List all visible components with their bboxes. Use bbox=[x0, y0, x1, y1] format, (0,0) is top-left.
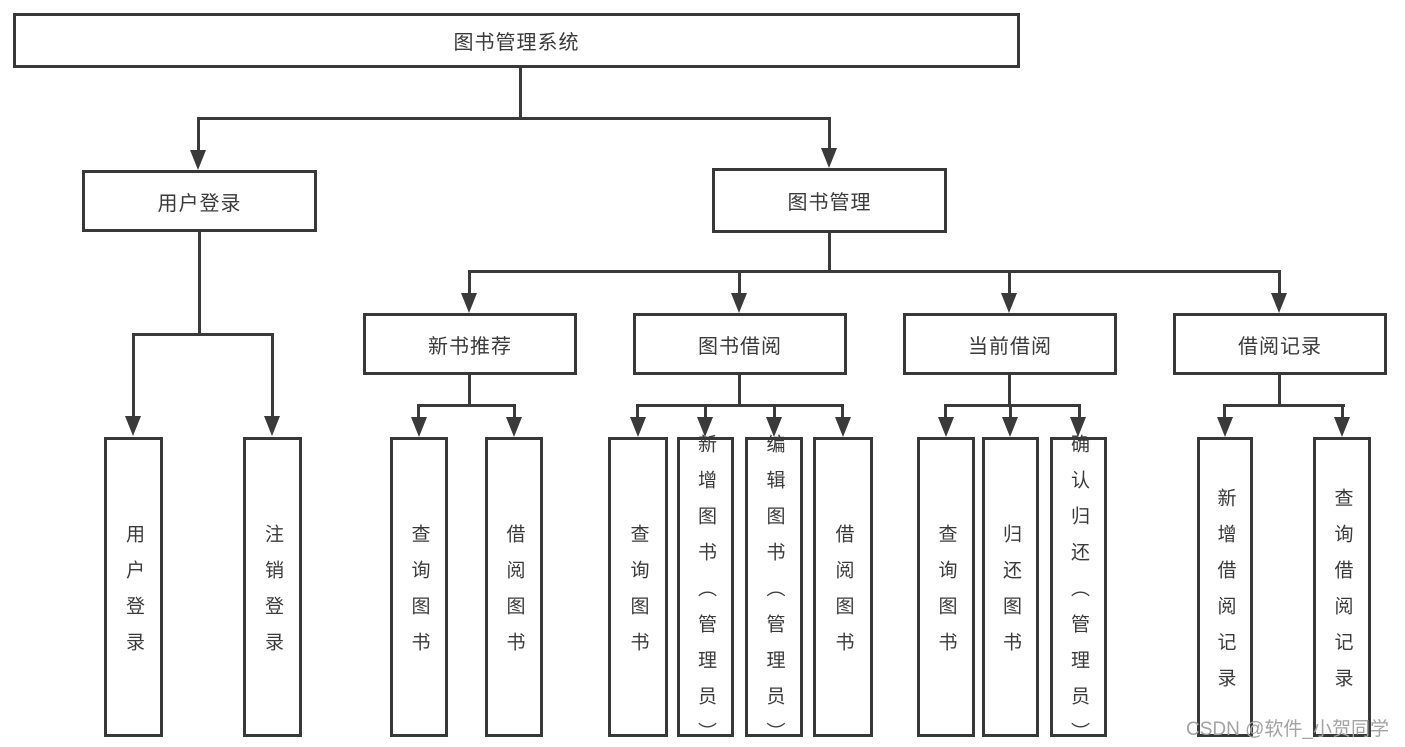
arrowhead-sec1-icon bbox=[461, 293, 477, 313]
connector-drop-login-leaf1 bbox=[132, 333, 135, 417]
leaf-current-query-book: 查询图书 bbox=[917, 437, 975, 737]
node-current-borrow-label: 当前借阅 bbox=[968, 335, 1052, 358]
arrowhead-user-login-icon bbox=[190, 150, 206, 170]
leaf-user-login: 用户登录 bbox=[104, 437, 163, 737]
leaf-borrow-borrow-book-label: 借阅图书 bbox=[832, 523, 854, 668]
arrowhead-login-leaf1-icon bbox=[125, 416, 141, 436]
connector-drop-sec1 bbox=[468, 270, 471, 295]
connector-sec2-stem bbox=[738, 374, 741, 406]
leaf-borrow-query-book-label: 查询图书 bbox=[627, 523, 649, 668]
connector-sec4-span bbox=[1223, 404, 1345, 407]
leaf-borrow-borrow-book: 借阅图书 bbox=[813, 437, 873, 737]
connector-drop-sec2-leaf3 bbox=[773, 404, 776, 419]
connector-mgmt-stem bbox=[828, 232, 831, 272]
leaf-recommend-query-book-label: 查询图书 bbox=[408, 523, 430, 668]
leaf-recommend-borrow-book: 借阅图书 bbox=[485, 437, 543, 737]
leaf-record-query-record: 查询借阅记录 bbox=[1313, 437, 1371, 737]
leaf-borrow-edit-book-admin-label: 编辑图书（管理员） bbox=[763, 433, 785, 747]
arrowhead-sec3-leaf1-icon bbox=[938, 417, 954, 437]
connector-root-stem bbox=[519, 67, 522, 119]
arrowhead-sec2-leaf1-icon bbox=[630, 417, 646, 437]
connector-mgmt-span bbox=[468, 270, 1281, 273]
connector-drop-login-leaf2 bbox=[271, 333, 274, 417]
leaf-current-confirm-return-admin-label: 确认归还（管理员） bbox=[1068, 433, 1089, 747]
connector-drop-sec3 bbox=[1008, 270, 1011, 295]
connector-drop-sec4 bbox=[1278, 270, 1281, 295]
arrowhead-login-leaf2-icon bbox=[264, 416, 280, 436]
connector-drop-sec2 bbox=[738, 270, 741, 295]
connector-sec4-stem bbox=[1278, 374, 1281, 406]
arrowhead-sec1-leaf1-icon bbox=[411, 417, 427, 437]
arrowhead-sec4-leaf1-icon bbox=[1217, 417, 1233, 437]
arrowhead-book-mgmt-icon bbox=[821, 148, 837, 168]
connector-sec1-span bbox=[417, 404, 516, 407]
arrowhead-sec3-icon bbox=[1001, 293, 1017, 313]
connector-sec3-stem bbox=[1008, 374, 1011, 406]
connector-drop-sec1-leaf2 bbox=[513, 404, 516, 419]
leaf-current-query-book-label: 查询图书 bbox=[935, 523, 957, 668]
connector-drop-user-login bbox=[197, 117, 200, 152]
arrowhead-sec1-leaf2-icon bbox=[506, 417, 522, 437]
connector-drop-sec2-leaf1 bbox=[636, 404, 639, 419]
leaf-current-return-book-label: 归还图书 bbox=[1000, 523, 1021, 668]
node-book-borrow: 图书借阅 bbox=[633, 313, 847, 375]
node-book-mgmt-label: 图书管理 bbox=[787, 192, 872, 214]
node-current-borrow: 当前借阅 bbox=[903, 313, 1117, 375]
leaf-borrow-query-book: 查询图书 bbox=[608, 437, 668, 737]
node-new-book-recommend: 新书推荐 bbox=[363, 313, 577, 375]
connector-drop-sec2-leaf4 bbox=[841, 404, 844, 419]
leaf-user-login-label: 用户登录 bbox=[123, 523, 144, 668]
arrowhead-sec4-icon bbox=[1271, 293, 1287, 313]
connector-drop-sec1-leaf1 bbox=[417, 404, 420, 419]
node-user-login-label: 用户登录 bbox=[157, 192, 242, 215]
connector-drop-sec3-leaf2 bbox=[1009, 404, 1012, 419]
connector-drop-sec3-leaf1 bbox=[944, 404, 947, 419]
connector-sec1-stem bbox=[468, 374, 471, 406]
connector-drop-sec3-leaf3 bbox=[1078, 404, 1081, 419]
csdn-watermark: CSDN @软件_小贺同学 bbox=[1186, 719, 1389, 740]
connector-login-span bbox=[132, 333, 274, 336]
node-user-login: 用户登录 bbox=[82, 170, 317, 232]
connector-login-stem bbox=[198, 231, 201, 335]
node-borrow-record-label: 借阅记录 bbox=[1238, 335, 1322, 358]
arrowhead-sec2-icon bbox=[731, 293, 747, 313]
leaf-borrow-add-book-admin: 新增图书（管理员） bbox=[677, 434, 734, 747]
leaf-recommend-borrow-book-label: 借阅图书 bbox=[503, 523, 525, 668]
leaf-logout-login: 注销登录 bbox=[243, 437, 302, 737]
node-book-mgmt: 图书管理 bbox=[712, 168, 947, 233]
arrowhead-sec3-leaf2-icon bbox=[1002, 417, 1018, 437]
leaf-record-add-record-label: 新增借阅记录 bbox=[1214, 487, 1236, 704]
leaf-record-query-record-label: 查询借阅记录 bbox=[1331, 487, 1353, 704]
connector-drop-sec4-leaf1 bbox=[1223, 404, 1226, 419]
leaf-borrow-edit-book-admin: 编辑图书（管理员） bbox=[745, 434, 803, 747]
connector-sec3-span bbox=[944, 404, 1081, 407]
arrowhead-sec2-leaf2-icon bbox=[697, 417, 713, 437]
arrowhead-sec3-leaf3-icon bbox=[1070, 417, 1086, 437]
arrowhead-sec2-leaf3-icon bbox=[766, 417, 782, 437]
connector-sec2-span bbox=[636, 404, 844, 407]
leaf-current-confirm-return-admin: 确认归还（管理员） bbox=[1050, 434, 1107, 747]
leaf-recommend-query-book: 查询图书 bbox=[390, 437, 448, 737]
connector-drop-sec4-leaf2 bbox=[1341, 404, 1344, 419]
arrowhead-sec2-leaf4-icon bbox=[835, 417, 851, 437]
node-book-borrow-label: 图书借阅 bbox=[698, 335, 782, 358]
node-root-label: 图书管理系统 bbox=[453, 32, 580, 54]
leaf-logout-login-label: 注销登录 bbox=[262, 523, 283, 668]
leaf-record-add-record: 新增借阅记录 bbox=[1197, 437, 1253, 737]
node-new-book-recommend-label: 新书推荐 bbox=[428, 335, 512, 358]
arrowhead-sec4-leaf2-icon bbox=[1334, 417, 1350, 437]
connector-drop-sec2-leaf2 bbox=[704, 404, 707, 419]
leaf-current-return-book: 归还图书 bbox=[982, 437, 1039, 737]
connector-drop-book-mgmt bbox=[828, 117, 831, 150]
node-borrow-record: 借阅记录 bbox=[1173, 313, 1387, 375]
node-root-library-system: 图书管理系统 bbox=[13, 13, 1020, 68]
connector-root-span bbox=[197, 117, 831, 120]
leaf-borrow-add-book-admin-label: 新增图书（管理员） bbox=[695, 433, 716, 747]
